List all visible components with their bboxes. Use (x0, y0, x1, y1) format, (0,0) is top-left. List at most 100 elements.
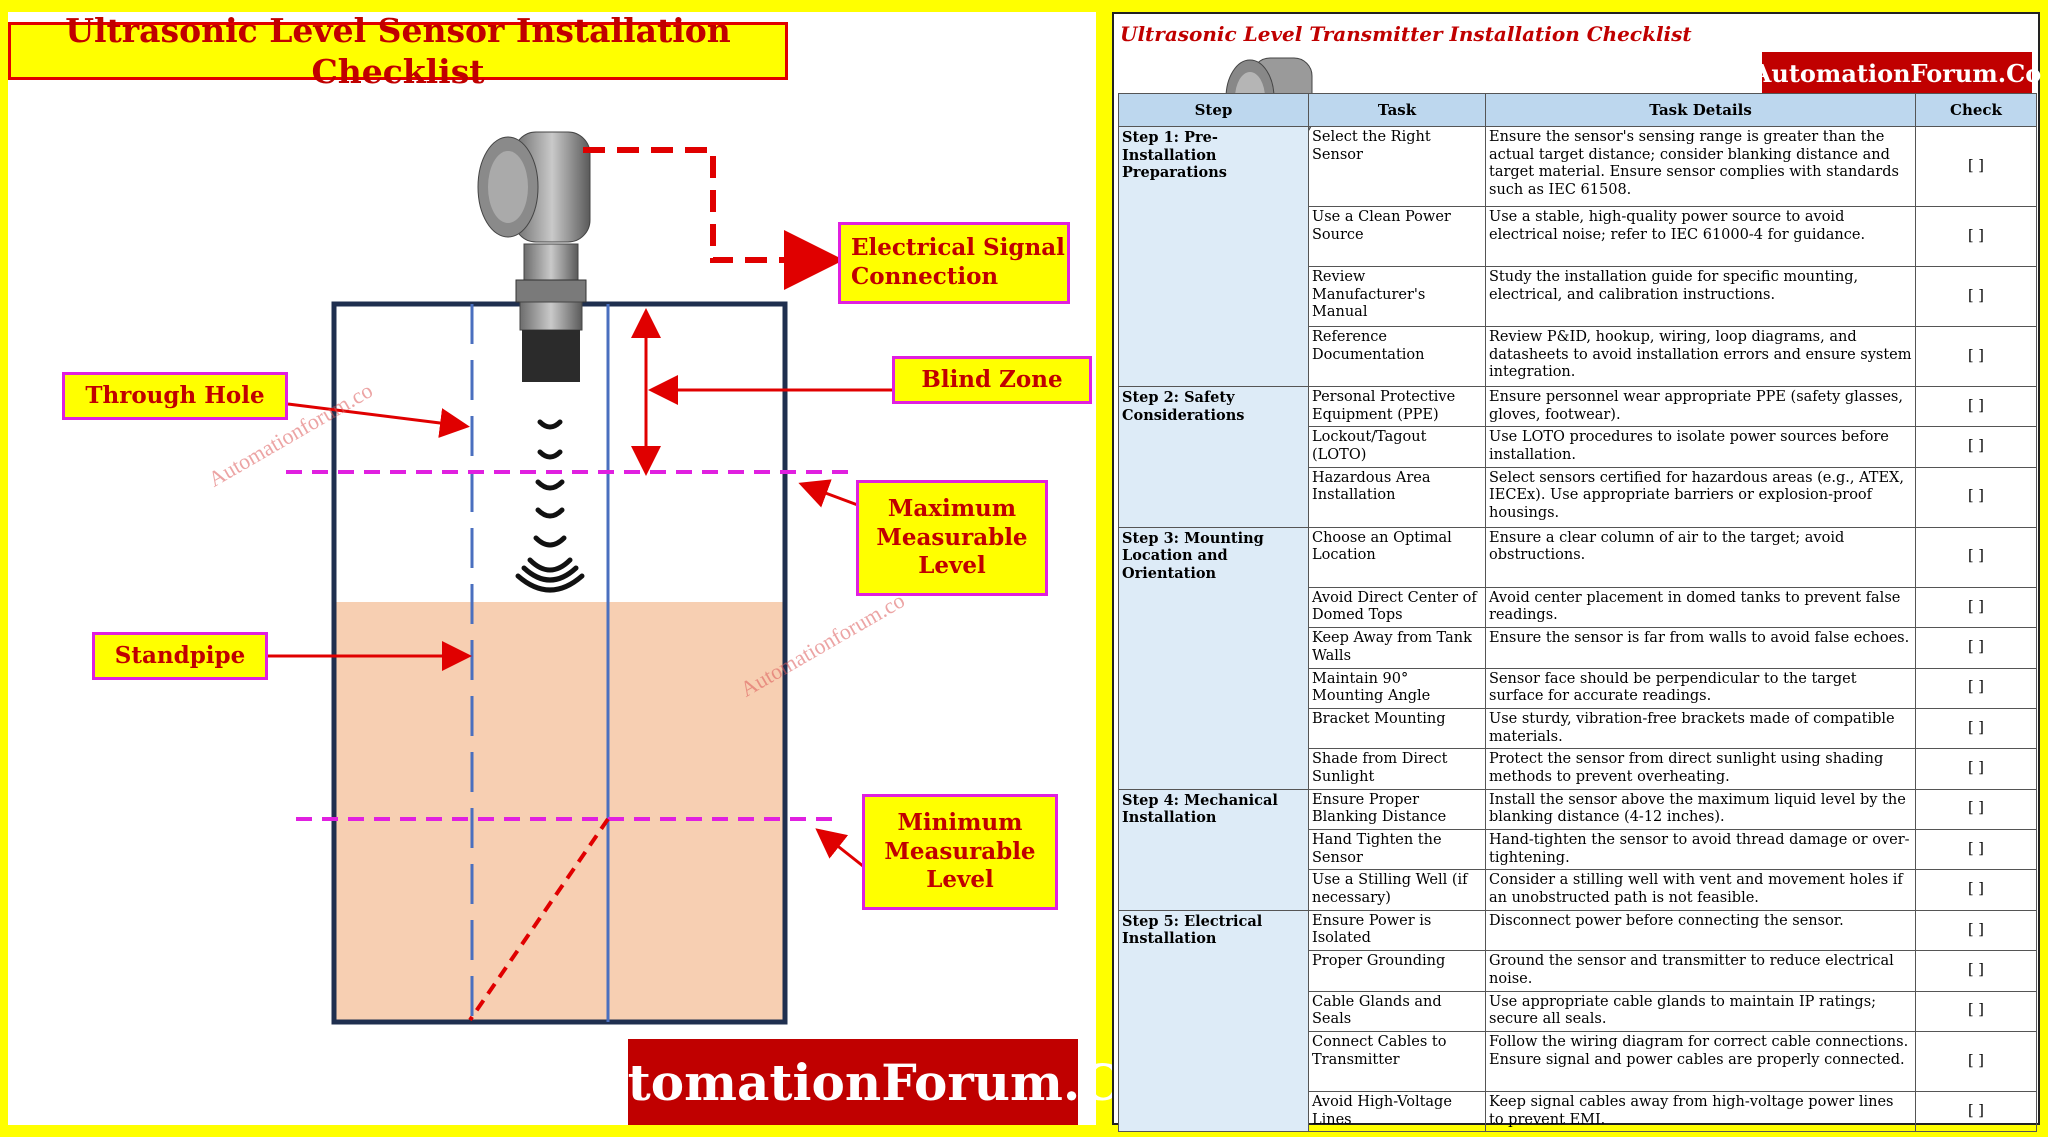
check-cell[interactable]: [ ] (1915, 788, 2037, 831)
label-standpipe: Standpipe (92, 632, 268, 680)
through-hole-arrow (287, 402, 470, 438)
step-cell: Step 2: Safety Considerations (1118, 386, 1309, 528)
reflection-path (468, 817, 610, 1022)
check-cell[interactable]: [ ] (1915, 869, 2037, 911)
step-cell: Step 3: Mounting Location and Orientatio… (1118, 526, 1309, 790)
checklist-title: Ultrasonic Level Transmitter Installatio… (1120, 22, 1692, 46)
check-cell[interactable]: [ ] (1915, 586, 2037, 629)
task-cell: Ensure Proper Blanking Distance (1308, 788, 1486, 831)
task-cell: Hazardous Area Installation (1308, 466, 1486, 528)
task-cell: Avoid Direct Center of Domed Tops (1308, 586, 1486, 629)
task-cell: Use a Stilling Well (if necessary) (1308, 869, 1486, 911)
tank-diagram (266, 131, 900, 1025)
task-cell: Bracket Mounting (1308, 707, 1486, 750)
details-cell: Use LOTO procedures to isolate power sou… (1485, 426, 1916, 468)
details-cell: Ensure personnel wear appropriate PPE (s… (1485, 385, 1916, 428)
check-cell[interactable]: [ ] (1915, 909, 2037, 952)
table-row: Use a Stilling Well (if necessary)Consid… (1119, 869, 2037, 911)
table-header-row: Step Task Task Details Check (1118, 93, 2037, 127)
task-cell: Proper Grounding (1308, 950, 1486, 992)
label-max-level: Maximum Measurable Level (856, 480, 1048, 596)
check-cell[interactable]: [ ] (1915, 426, 2037, 468)
task-cell: Personal Protective Equipment (PPE) (1308, 385, 1486, 428)
check-cell[interactable]: [ ] (1915, 950, 2037, 992)
details-cell: Keep signal cables away from high-voltag… (1485, 1090, 1916, 1133)
signal-connection-line (583, 147, 844, 290)
task-cell: Lockout/Tagout (LOTO) (1308, 426, 1486, 468)
details-cell: Consider a stilling well with vent and m… (1485, 869, 1916, 911)
check-cell[interactable]: [ ] (1915, 526, 2037, 588)
sound-waves-icon (515, 419, 585, 593)
label-blind-zone: Blind Zone (892, 356, 1092, 404)
max-level-arrow (798, 479, 864, 509)
details-cell: Follow the wiring diagram for correct ca… (1485, 1030, 1916, 1092)
brand-logo: AutomationForum.Co (1753, 52, 2041, 94)
min-level-arrow (815, 828, 869, 872)
check-cell[interactable]: [ ] (1915, 466, 2037, 528)
details-cell: Ground the sensor and transmitter to red… (1485, 950, 1916, 992)
label-through-hole: Through Hole (62, 372, 288, 420)
check-cell[interactable]: [ ] (1915, 707, 2037, 750)
check-cell[interactable]: [ ] (1915, 326, 2037, 387)
task-cell: Use a Clean Power Source (1308, 206, 1486, 267)
details-cell: Use sturdy, vibration-free brackets made… (1485, 707, 1916, 750)
task-cell: Choose an Optimal Location (1308, 526, 1486, 588)
check-cell[interactable]: [ ] (1915, 1090, 2037, 1133)
liquid (334, 602, 785, 1022)
header-check: Check (1915, 93, 2037, 127)
step-cell: Step 4: Mechanical Installation (1118, 788, 1309, 911)
details-cell: Protect the sensor from direct sunlight … (1485, 748, 1916, 790)
check-cell[interactable]: [ ] (1915, 1030, 2037, 1092)
check-cell[interactable]: [ ] (1915, 667, 2037, 709)
check-cell[interactable]: [ ] (1915, 828, 2037, 871)
checklist-table: Step Task Task Details Check Step 1: Pre… (1118, 93, 2037, 1133)
header-details: Task Details (1485, 93, 1916, 127)
check-cell[interactable]: [ ] (1915, 748, 2037, 790)
check-cell[interactable]: [ ] (1915, 990, 2037, 1032)
table-row: Step 3: Mounting Location and Orientatio… (1118, 526, 2037, 790)
details-cell: Use a stable, high-quality power source … (1485, 206, 1916, 267)
task-cell: Shade from Direct Sunlight (1308, 748, 1486, 790)
check-cell[interactable]: [ ] (1915, 627, 2037, 669)
task-cell: Cable Glands and Seals (1308, 990, 1486, 1032)
task-cell: Avoid High-Voltage Lines (1308, 1090, 1486, 1133)
details-cell: Ensure the sensor is far from walls to a… (1485, 627, 1916, 669)
header-task: Task (1308, 93, 1486, 127)
label-min-level: Minimum Measurable Level (862, 794, 1058, 910)
task-cell: Hand Tighten the Sensor (1308, 828, 1486, 871)
details-cell: Ensure a clear column of air to the targ… (1485, 526, 1916, 588)
check-cell[interactable]: [ ] (1915, 126, 2037, 207)
details-cell: Select sensors certified for hazardous a… (1485, 466, 1916, 528)
task-cell: Maintain 90° Mounting Angle (1308, 667, 1486, 709)
diagram-panel: Ultrasonic Level Sensor Installation Che… (8, 11, 1153, 1125)
step-cell: Step 5: Electrical Installation (1118, 909, 1309, 1133)
task-cell: Connect Cables to Transmitter (1308, 1030, 1486, 1092)
task-cell: Keep Away from Tank Walls (1308, 627, 1486, 669)
step-cell: Step 1: Pre-Installation Preparations (1118, 126, 1309, 387)
details-cell: Hand-tighten the sensor to avoid thread … (1485, 828, 1916, 871)
checklist-panel: Ultrasonic Level Transmitter Installatio… (1112, 12, 2041, 1133)
check-cell[interactable]: [ ] (1915, 206, 2037, 267)
check-cell[interactable]: [ ] (1915, 385, 2037, 428)
details-cell: Review P&ID, hookup, wiring, loop diagra… (1485, 326, 1916, 387)
check-cell[interactable]: [ ] (1915, 266, 2037, 327)
ultrasonic-sensor-icon (477, 131, 591, 382)
brand-logo: AutomationForum.Co (553, 1039, 1153, 1125)
details-cell: Avoid center placement in domed tanks to… (1485, 586, 1916, 629)
label-electrical-signal: Electrical Signal Connection (838, 222, 1070, 304)
table-row: Lockout/Tagout (LOTO)Use LOTO procedures… (1119, 426, 2037, 468)
task-cell: Reference Documentation (1308, 326, 1486, 387)
